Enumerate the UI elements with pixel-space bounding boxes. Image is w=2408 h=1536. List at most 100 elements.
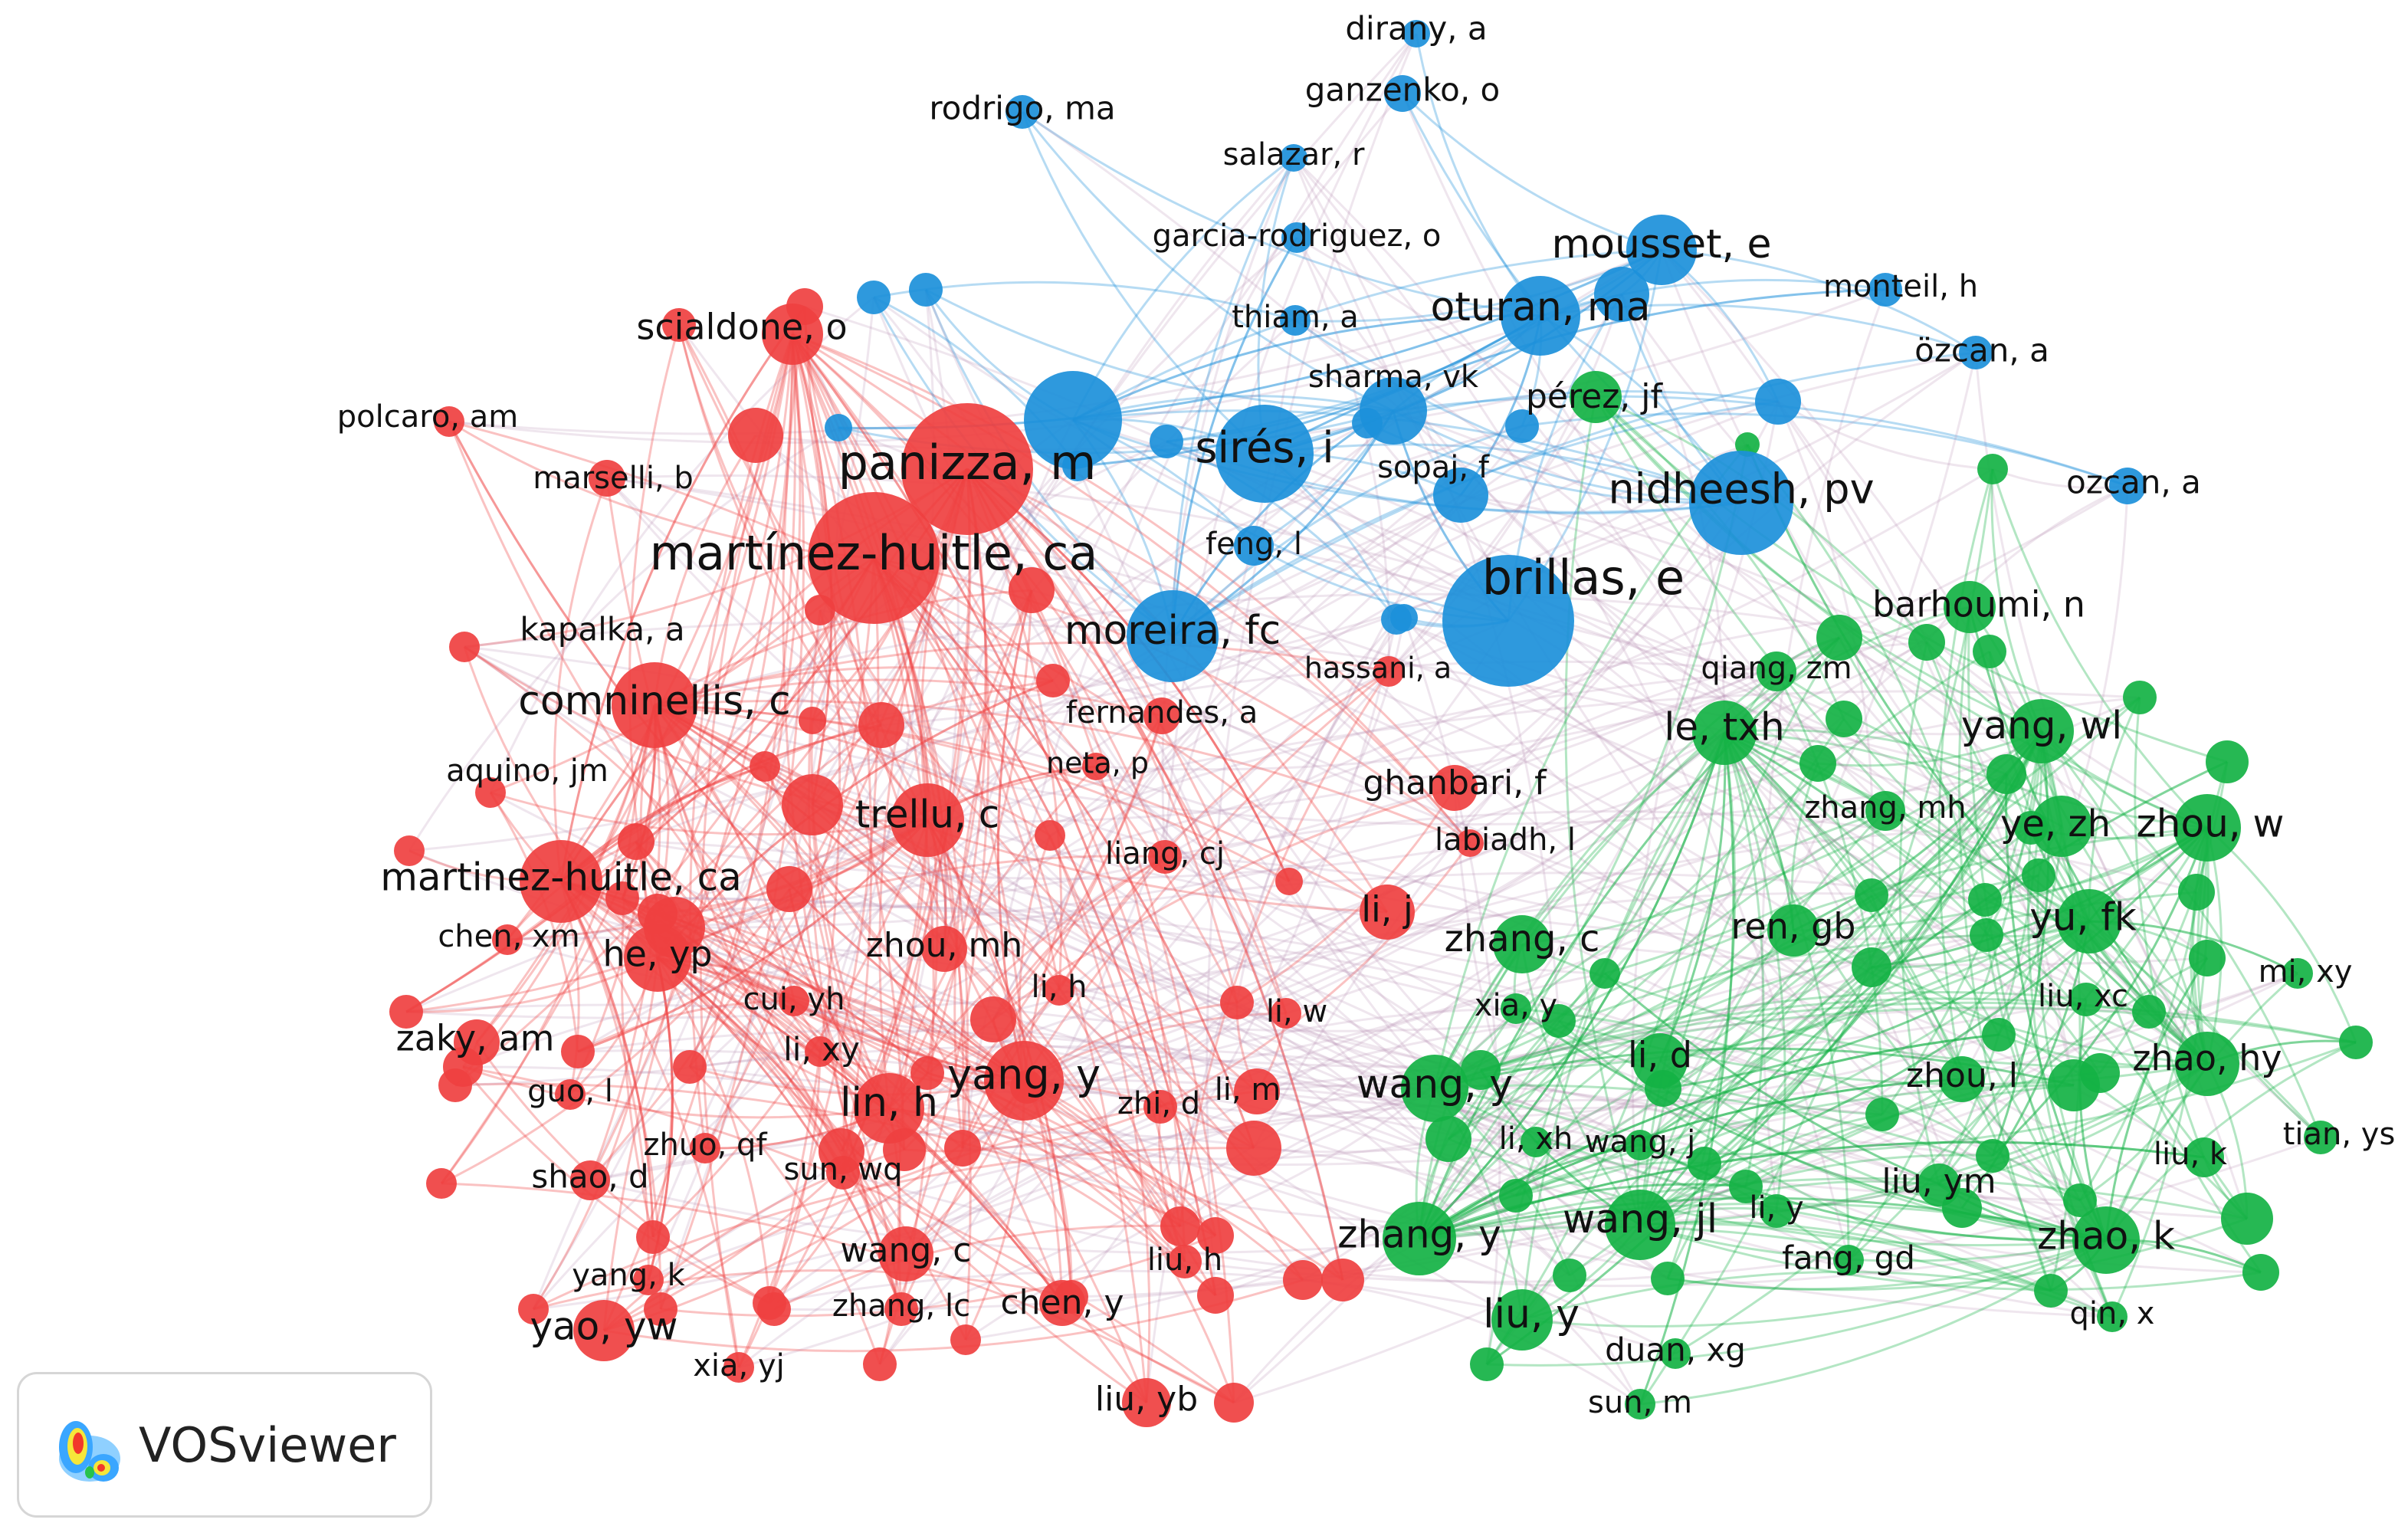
author-node-perez-jf[interactable] (1570, 371, 1622, 423)
network-node-unlabeled[interactable] (561, 1035, 595, 1068)
network-node-unlabeled[interactable] (753, 1286, 786, 1320)
author-node-ozcan-a[interactable] (2109, 468, 2146, 504)
author-node-liu-xc[interactable] (2069, 983, 2103, 1016)
author-node-li-y[interactable] (1760, 1194, 1793, 1228)
author-node-yang-wl[interactable] (2009, 699, 2074, 763)
author-node-xia-y[interactable] (1501, 993, 1531, 1024)
network-node-unlabeled[interactable] (1729, 1170, 1763, 1203)
author-node-hassani-a[interactable] (1373, 656, 1404, 687)
author-node-zhou-w[interactable] (2173, 794, 2241, 862)
network-node-unlabeled[interactable] (1062, 451, 1093, 481)
network-node-unlabeled[interactable] (1816, 615, 1862, 661)
network-node-unlabeled[interactable] (1542, 1004, 1576, 1038)
network-node-unlabeled[interactable] (1799, 745, 1836, 782)
author-node-liu-ym[interactable] (1918, 1163, 1960, 1206)
network-node-unlabeled[interactable] (1651, 1262, 1685, 1295)
author-node-comninellis-c[interactable] (612, 662, 697, 748)
network-node-unlabeled[interactable] (389, 995, 423, 1029)
network-node-unlabeled[interactable] (1908, 624, 1945, 661)
author-node-zhang-c[interactable] (1493, 915, 1551, 973)
network-node-unlabeled[interactable] (1968, 883, 2002, 917)
network-node-unlabeled[interactable] (618, 823, 654, 860)
author-node-ganzenko-o[interactable] (1384, 75, 1421, 112)
network-node-unlabeled[interactable] (1390, 604, 1418, 632)
network-node-unlabeled[interactable] (750, 751, 780, 782)
author-node-mousset-e[interactable] (1626, 215, 1697, 285)
author-node-salazar-r[interactable] (1280, 144, 1307, 172)
author-node-zhuo-qf[interactable] (690, 1133, 720, 1163)
author-node-le-txh[interactable] (1692, 701, 1757, 765)
network-node-unlabeled[interactable] (1275, 868, 1303, 895)
network-node-unlabeled[interactable] (1688, 1147, 1721, 1180)
author-node-yang-k[interactable] (633, 1265, 664, 1295)
network-node-unlabeled[interactable] (1986, 754, 2026, 794)
network-node-unlabeled[interactable] (1160, 1206, 1200, 1246)
network-node-unlabeled[interactable] (1826, 701, 1862, 737)
author-node-sopaj-f[interactable] (1433, 468, 1488, 523)
network-node-unlabeled[interactable] (1973, 635, 2006, 668)
author-node-li-d[interactable] (1632, 1033, 1688, 1088)
network-node-unlabeled[interactable] (1009, 567, 1055, 613)
network-node-unlabeled[interactable] (1755, 379, 1801, 425)
author-node-nidheesh-pv[interactable] (1689, 451, 1793, 555)
author-node-panizza-m[interactable] (901, 403, 1033, 535)
network-node-unlabeled[interactable] (1505, 409, 1539, 443)
author-node-oturan-ma[interactable] (1501, 276, 1580, 356)
network-node-unlabeled[interactable] (605, 881, 639, 915)
author-node-chen-xm[interactable] (492, 924, 523, 955)
network-node-unlabeled[interactable] (673, 1050, 707, 1084)
author-node-ghanbari-f[interactable] (1432, 765, 1478, 811)
network-node-unlabeled[interactable] (1594, 267, 1649, 322)
author-node-yang-y[interactable] (984, 1041, 1064, 1121)
author-node-lin-h[interactable] (854, 1073, 924, 1144)
network-node-unlabeled[interactable] (1865, 1098, 1899, 1131)
network-node-unlabeled[interactable] (970, 996, 1016, 1042)
network-node-unlabeled[interactable] (1982, 1018, 2016, 1052)
author-node-zaky-am[interactable] (454, 1019, 500, 1065)
network-node-unlabeled[interactable] (1589, 958, 1620, 989)
author-node-zhang-y[interactable] (1383, 1202, 1456, 1275)
author-node-qiang-zm[interactable] (1757, 651, 1796, 691)
network-node-unlabeled[interactable] (1852, 947, 1891, 987)
author-node-marselli-b[interactable] (589, 460, 625, 497)
network-node-unlabeled[interactable] (2221, 1193, 2273, 1245)
author-node-guo-l[interactable] (555, 1079, 586, 1110)
author-node-zhao-hy[interactable] (2175, 1032, 2239, 1096)
author-node-kapalka-a[interactable] (449, 632, 480, 662)
network-node-unlabeled[interactable] (1976, 1139, 2009, 1173)
author-node-wang-j[interactable] (1625, 1130, 1655, 1160)
author-node-liu-k[interactable] (2184, 1137, 2224, 1177)
network-node-unlabeled[interactable] (1197, 1277, 1234, 1314)
network-node-unlabeled[interactable] (2206, 740, 2249, 783)
author-node-rodrigo-ma[interactable] (1006, 95, 1039, 129)
author-node-chen-y[interactable] (1039, 1280, 1085, 1326)
author-node-yao-yw[interactable] (573, 1300, 635, 1361)
author-node-he-yp[interactable] (624, 924, 691, 992)
network-node-unlabeled[interactable] (857, 281, 891, 314)
network-node-unlabeled[interactable] (2242, 1254, 2279, 1291)
author-node-scialdone-o[interactable] (762, 304, 823, 365)
author-node-li-j[interactable] (1360, 885, 1415, 940)
network-node-unlabeled[interactable] (2189, 940, 2226, 976)
network-node-unlabeled[interactable] (1197, 1217, 1234, 1254)
network-node-unlabeled[interactable] (636, 1220, 670, 1254)
network-node-unlabeled[interactable] (910, 1056, 944, 1090)
author-node-zhang-lc[interactable] (884, 1292, 918, 1326)
author-node-yu-fk[interactable] (2057, 889, 2121, 953)
author-node-zhou-l[interactable] (1939, 1056, 1985, 1102)
author-node-fang-gd[interactable] (1833, 1245, 1864, 1275)
author-node-li-h[interactable] (1044, 975, 1074, 1006)
network-node-unlabeled[interactable] (394, 835, 425, 866)
author-node-thiam-a[interactable] (1280, 305, 1311, 336)
network-node-unlabeled[interactable] (1425, 1116, 1471, 1162)
author-node-polcaro-am[interactable] (434, 406, 464, 437)
network-node-unlabeled[interactable] (2132, 995, 2166, 1029)
network-node-unlabeled[interactable] (1220, 986, 1254, 1019)
author-node-tian-ys[interactable] (2304, 1121, 2337, 1154)
author-node-brillas-e[interactable] (1442, 555, 1574, 687)
author-node-ye-zh[interactable] (2031, 796, 2092, 857)
author-node-monteil-h[interactable] (1868, 273, 1902, 307)
network-node-unlabeled[interactable] (2034, 1274, 2068, 1308)
author-node-sires-i[interactable] (1215, 405, 1314, 503)
network-node-unlabeled[interactable] (863, 1347, 897, 1381)
